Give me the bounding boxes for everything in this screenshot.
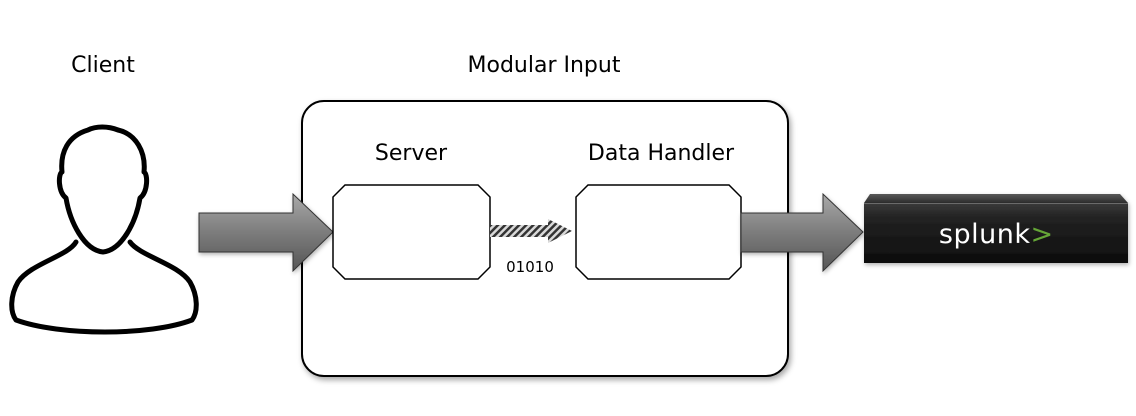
client-label: Client xyxy=(71,53,135,78)
handler-to-splunk-arrow xyxy=(740,192,864,273)
splunk-appliance xyxy=(864,194,1128,263)
server-label: Server xyxy=(375,141,448,166)
user-silhouette-icon xyxy=(9,124,199,335)
splunk-logo-text: splunk xyxy=(939,219,1031,250)
data-handler-box xyxy=(575,184,742,280)
splunk-logo-chevron: > xyxy=(1030,219,1053,250)
splunk-logo: splunk> xyxy=(939,219,1053,250)
binary-data-label: 01010 xyxy=(506,258,554,276)
modular-input-label: Modular Input xyxy=(468,53,621,78)
data-stream-arrow xyxy=(490,219,572,243)
data-handler-label: Data Handler xyxy=(588,141,735,166)
client-to-server-arrow xyxy=(198,192,334,273)
server-box xyxy=(332,184,491,280)
